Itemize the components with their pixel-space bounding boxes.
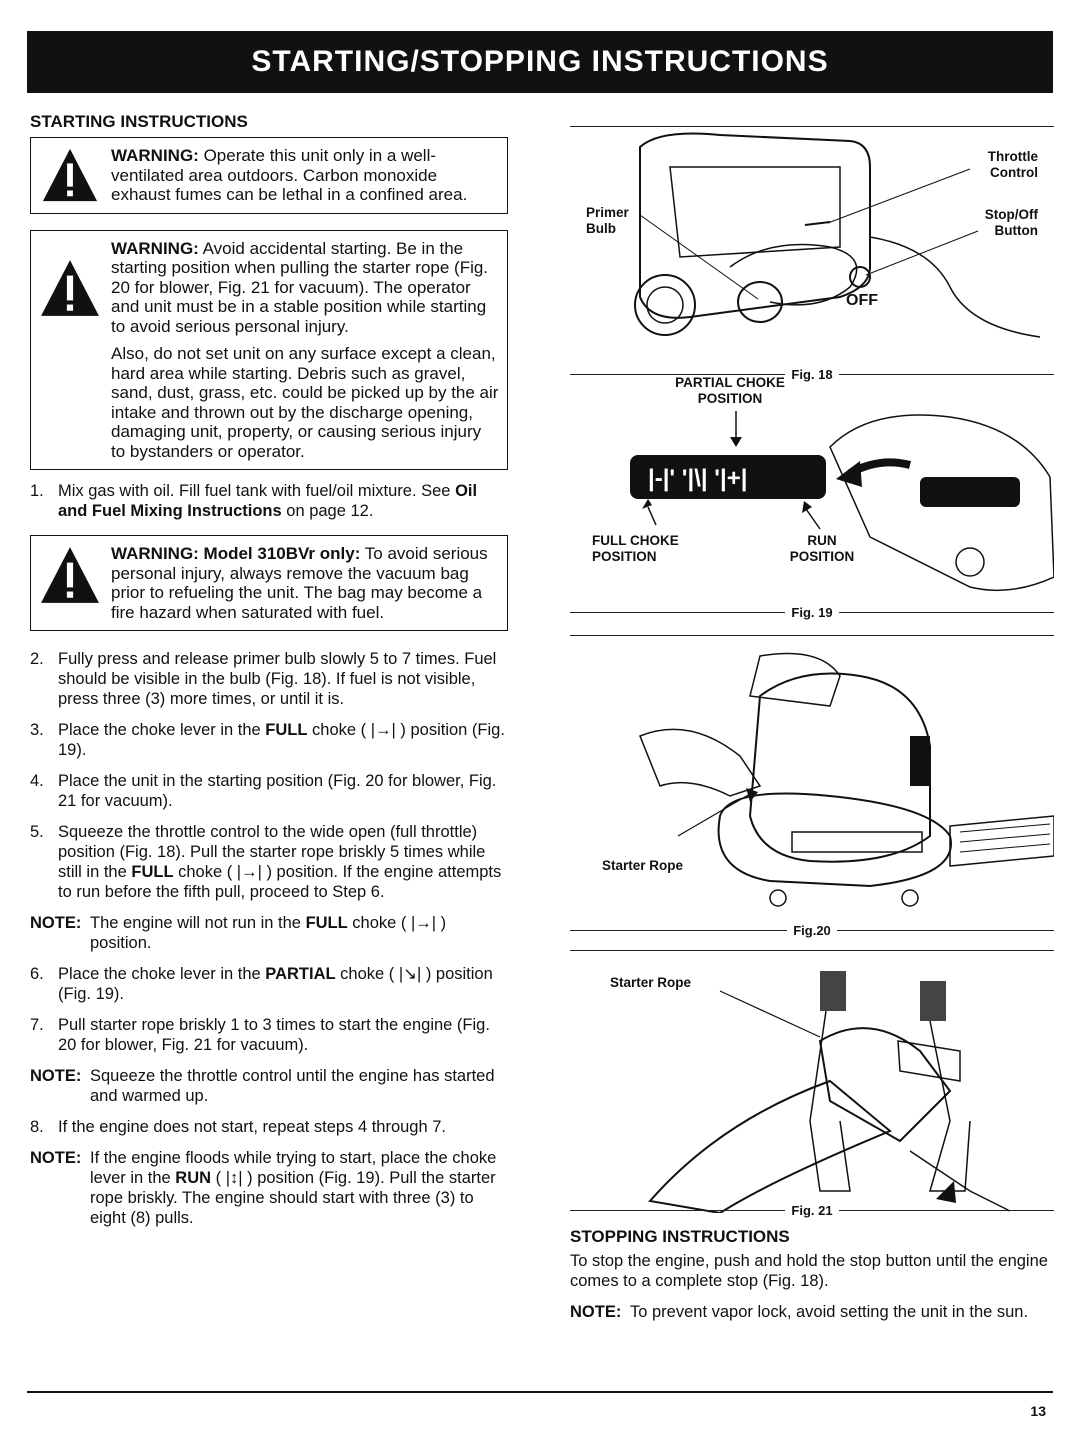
warning-triangle-icon [37, 146, 103, 205]
fig19-run-label: RUN POSITION [789, 533, 855, 564]
fig21-starter-label: Starter Rope [610, 975, 692, 990]
stopping-heading: STOPPING INSTRUCTIONS [570, 1227, 790, 1246]
stopping-text: To stop the engine, push and hold the st… [570, 1252, 1048, 1290]
note-vapor-lock: NOTE:To prevent vapor lock, avoid settin… [570, 1303, 1029, 1321]
warning2-text: WARNING: Avoid accidental starting. Be i… [111, 238, 489, 336]
warning2-text2: Also, do not set unit on any surface exc… [111, 344, 499, 461]
fig20-starter-label: Starter Rope [602, 858, 684, 873]
warning1-text: WARNING: Operate this unit only in a wel… [111, 146, 468, 204]
stopping-section: STOPPING INSTRUCTIONS To stop the engine… [570, 1227, 1054, 1322]
fig20-frame: Starter Rope Fig.20 [570, 635, 1055, 938]
fig18-caption: Fig. 18 [570, 367, 1054, 382]
starting-heading: STARTING INSTRUCTIONS [30, 112, 248, 131]
fig18-frame: OFF Primer Bulb Throttle Control Stop/Of… [570, 126, 1054, 382]
step-8: 8.If the engine does not start, repeat s… [30, 1118, 447, 1136]
footer-rule [27, 1391, 1053, 1393]
fig21-caption: Fig. 21 [570, 1203, 1054, 1218]
step-1: 1. Mix gas with oil. Fill fuel tank with… [30, 482, 478, 520]
fig21-illustration [648, 971, 1011, 1213]
warning-box-accidental-start: WARNING: Avoid accidental starting. Be i… [30, 229, 508, 470]
page-banner: STARTING/STOPPING INSTRUCTIONS [27, 31, 1053, 93]
step-7: 7.Pull starter rope briskly 1 to 3 times… [30, 1016, 490, 1054]
step-4: 4.Place the unit in the starting positio… [30, 772, 497, 810]
step-2: 2.Fully press and release primer bulb sl… [30, 650, 497, 708]
fig18-illustration: OFF [634, 132, 1041, 338]
note-flooded: NOTE: If the engine floods while trying … [30, 1149, 497, 1227]
warning-box-ventilation: WARNING: Operate this unit only in a wel… [30, 137, 508, 214]
step-3: 3. Place the choke lever in the FULL cho… [30, 721, 505, 759]
svg-text:|-|' '|\| '|+|: |-|' '|\| '|+| [648, 465, 747, 492]
fig20-illustration [639, 652, 1054, 907]
step-6: 6. Place the choke lever in the PARTIAL … [30, 965, 493, 1003]
warning-triangle-icon [37, 239, 103, 462]
step-5: 5. Squeeze the throttle control to the w… [30, 823, 502, 901]
fig18-throttle-label: Throttle Control [987, 149, 1038, 180]
fig18-stop-label: Stop/Off Button [984, 207, 1038, 238]
starting-column: STARTING INSTRUCTIONS WARNING: Operate t… [30, 112, 508, 1228]
fig18-primer-label: Primer Bulb [586, 205, 629, 236]
figures-column: OFF Primer Bulb Throttle Control Stop/Of… [570, 112, 1055, 1322]
fig19-full-label: FULL CHOKE POSITION [592, 533, 679, 564]
fig19-frame: |-|' '|\| '|+| PARTIAL CHOKE POSITION FU… [570, 375, 1054, 635]
warning3-text: WARNING: Model 310BVr only: To avoid ser… [111, 544, 488, 622]
fig18-off-text: OFF [846, 292, 878, 309]
fig20-caption: Fig.20 [570, 923, 1055, 938]
fig19-illustration: |-|' '|\| '|+| [630, 411, 1054, 592]
note-full-choke: NOTE: The engine will not run in the FUL… [30, 914, 447, 952]
fig19-caption: Fig. 19 [570, 605, 1054, 620]
fig19-partial-label: PARTIAL CHOKE POSITION [675, 375, 785, 406]
fig21-frame: Starter Rope Fig. 21 [570, 950, 1054, 1221]
page-number: 13 [1030, 1403, 1046, 1419]
warning-box-vacuum-bag: WARNING: Model 310BVr only: To avoid ser… [30, 535, 508, 631]
note-warm-up: NOTE:Squeeze the throttle control until … [30, 1067, 495, 1105]
warning-triangle-icon [37, 544, 103, 622]
